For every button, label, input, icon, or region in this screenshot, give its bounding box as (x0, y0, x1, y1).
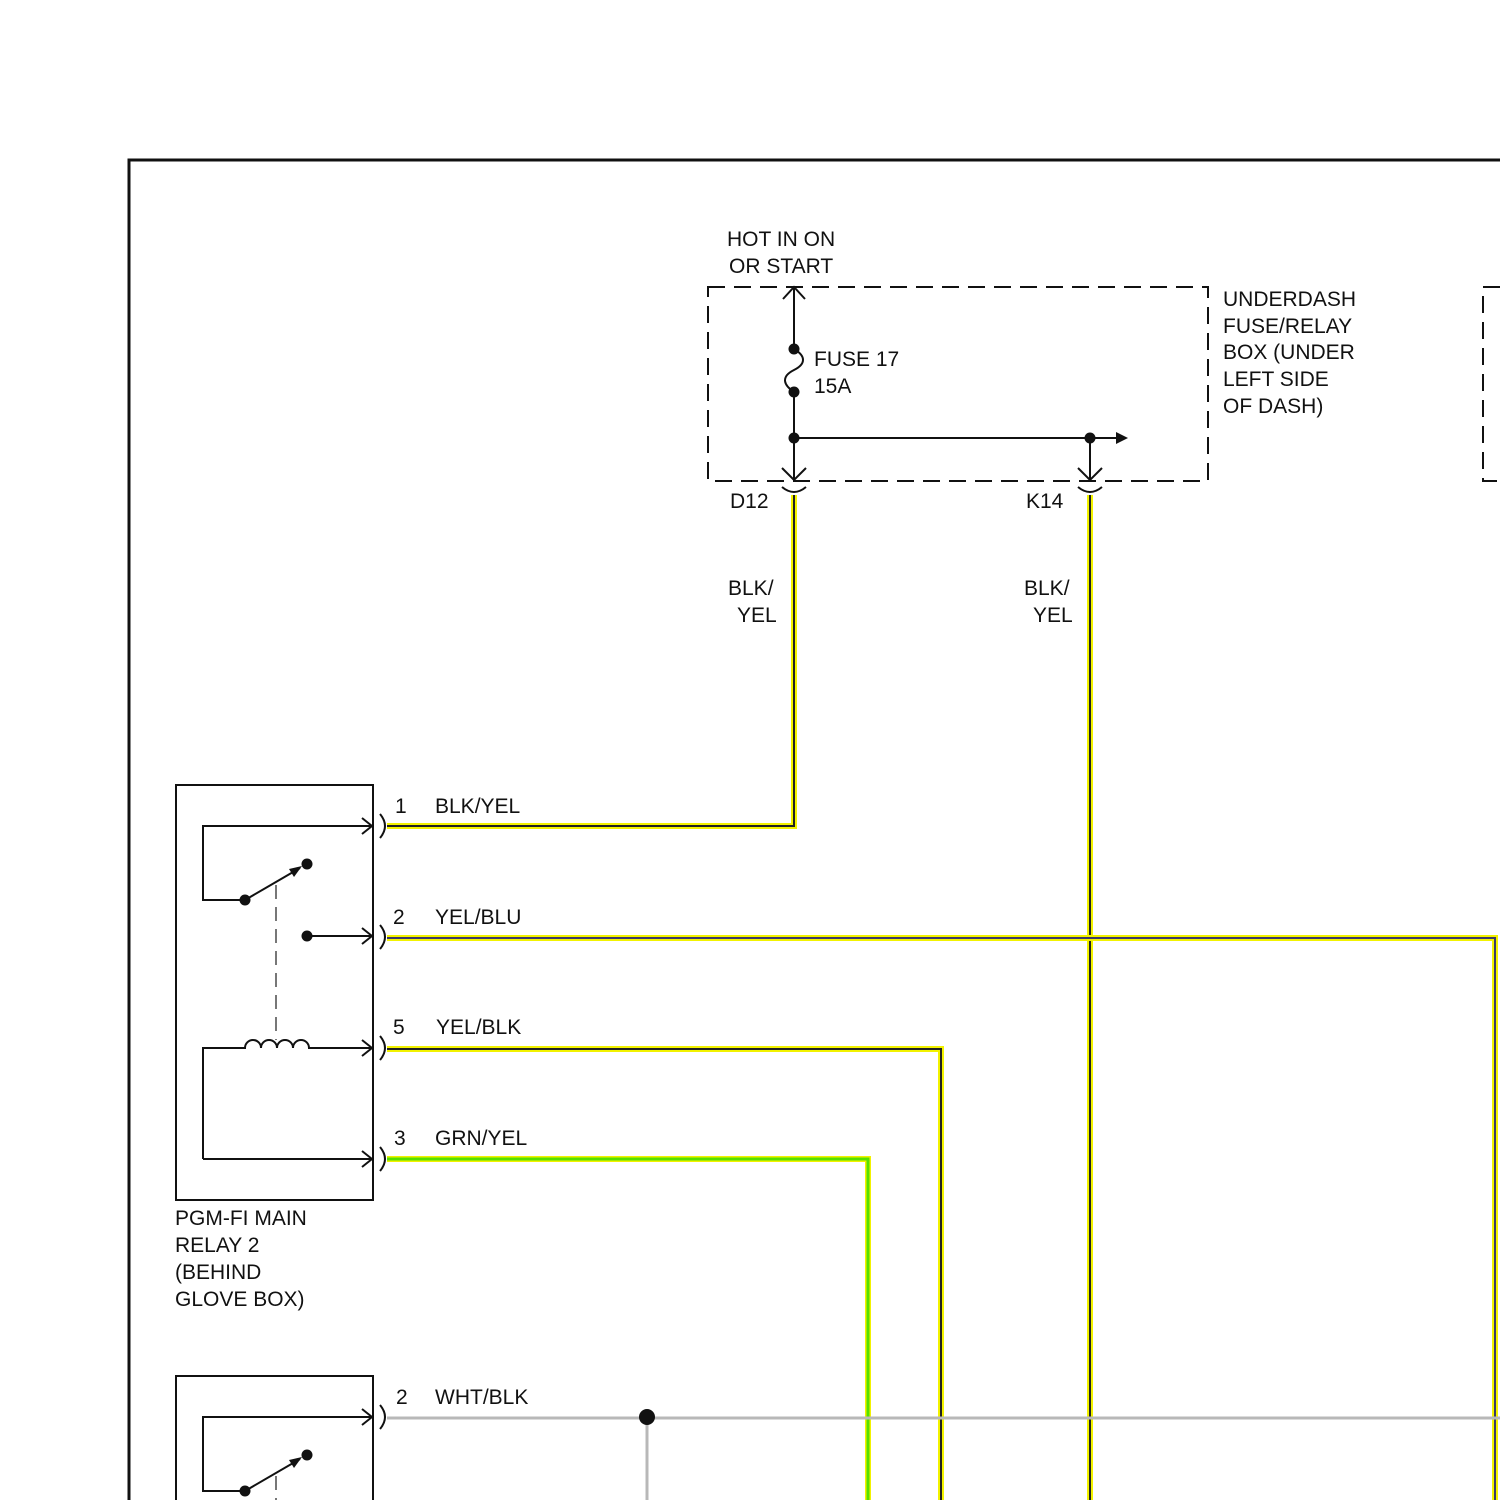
relay2-pin1-wire-label: BLK/YEL (435, 795, 520, 818)
k14-connector-label: K14 (1026, 490, 1064, 513)
relay2-coil-icon (203, 1040, 372, 1159)
relay2-pin5-number: 5 (393, 1016, 405, 1039)
relay2-switch-arm-arrow-icon (289, 866, 302, 877)
continue-arrow-icon (1116, 432, 1128, 444)
d12-wire-label-line1: BLK/ (728, 577, 774, 600)
relay2-pin5-wire-label: YEL/BLK (436, 1016, 521, 1039)
relay2-label-line3: (BEHIND (175, 1261, 261, 1284)
relay2-label-line2: RELAY 2 (175, 1234, 259, 1257)
k14-wire-label-line2: YEL (1033, 604, 1073, 627)
fuse-box-label-line1: UNDERDASH (1223, 288, 1356, 311)
fuse-box-label-line5: OF DASH) (1223, 395, 1323, 418)
wire-blk-yel-d12-core (387, 495, 794, 826)
fuse-box-label-line2: FUSE/RELAY (1223, 315, 1352, 338)
lower-relay-pin2-wire-label: WHT/BLK (435, 1386, 528, 1409)
relay2-pin2-wire-label: YEL/BLU (435, 906, 521, 929)
wht-blk-splice-node (639, 1409, 655, 1425)
source-label-line2: OR START (729, 255, 833, 278)
wire-grn-yel-core (387, 1159, 868, 1500)
relay2-pin3-wire-label: GRN/YEL (435, 1127, 527, 1150)
lower-relay-switch-contact (302, 1450, 313, 1461)
wire-blk-yel-d12 (387, 495, 794, 826)
relay2-pin1-number: 1 (395, 795, 407, 818)
relay2-pin5-connector-icon (380, 1036, 385, 1060)
lower-relay-switch-arm-arrow-icon (289, 1457, 302, 1468)
fuse-box-label-line3: BOX (UNDER (1223, 341, 1355, 364)
lower-relay-switch-circuit (203, 1417, 372, 1491)
fuse-rating-label: 15A (814, 375, 851, 398)
fuse-icon (785, 349, 803, 392)
relay2-label-line4: GLOVE BOX) (175, 1288, 305, 1311)
fuse-name-label: FUSE 17 (814, 348, 899, 371)
k14-wire-label-line1: BLK/ (1024, 577, 1070, 600)
relay2-label-line1: PGM-FI MAIN (175, 1207, 307, 1230)
source-label-line1: HOT IN ON (727, 228, 835, 251)
lower-relay-pin2-connector-icon (380, 1405, 385, 1429)
lower-relay-pin2-number: 2 (396, 1386, 408, 1409)
relay2-switch-circuit (203, 826, 372, 900)
relay2-pin2-number: 2 (393, 906, 405, 929)
d12-wire-label-line2: YEL (737, 604, 777, 627)
relay2-pin3-connector-icon (380, 1147, 385, 1171)
wire-yel-blk (387, 1049, 941, 1500)
wire-grn-yel (387, 1159, 868, 1500)
lower-relay-body (176, 1376, 373, 1500)
relay2-pin1-connector-icon (380, 814, 385, 838)
adjacent-box-outline (1483, 287, 1500, 481)
d12-connector-label: D12 (730, 490, 769, 513)
fuse-box-label-line4: LEFT SIDE (1223, 368, 1329, 391)
relay2-switch-contact (302, 859, 313, 870)
wire-yel-blk-core (387, 1049, 941, 1500)
relay2-pin3-number: 3 (394, 1127, 406, 1150)
fuse-box-outline (708, 287, 1208, 481)
relay2-body (176, 785, 373, 1200)
relay2-pin2-connector-icon (380, 925, 385, 949)
